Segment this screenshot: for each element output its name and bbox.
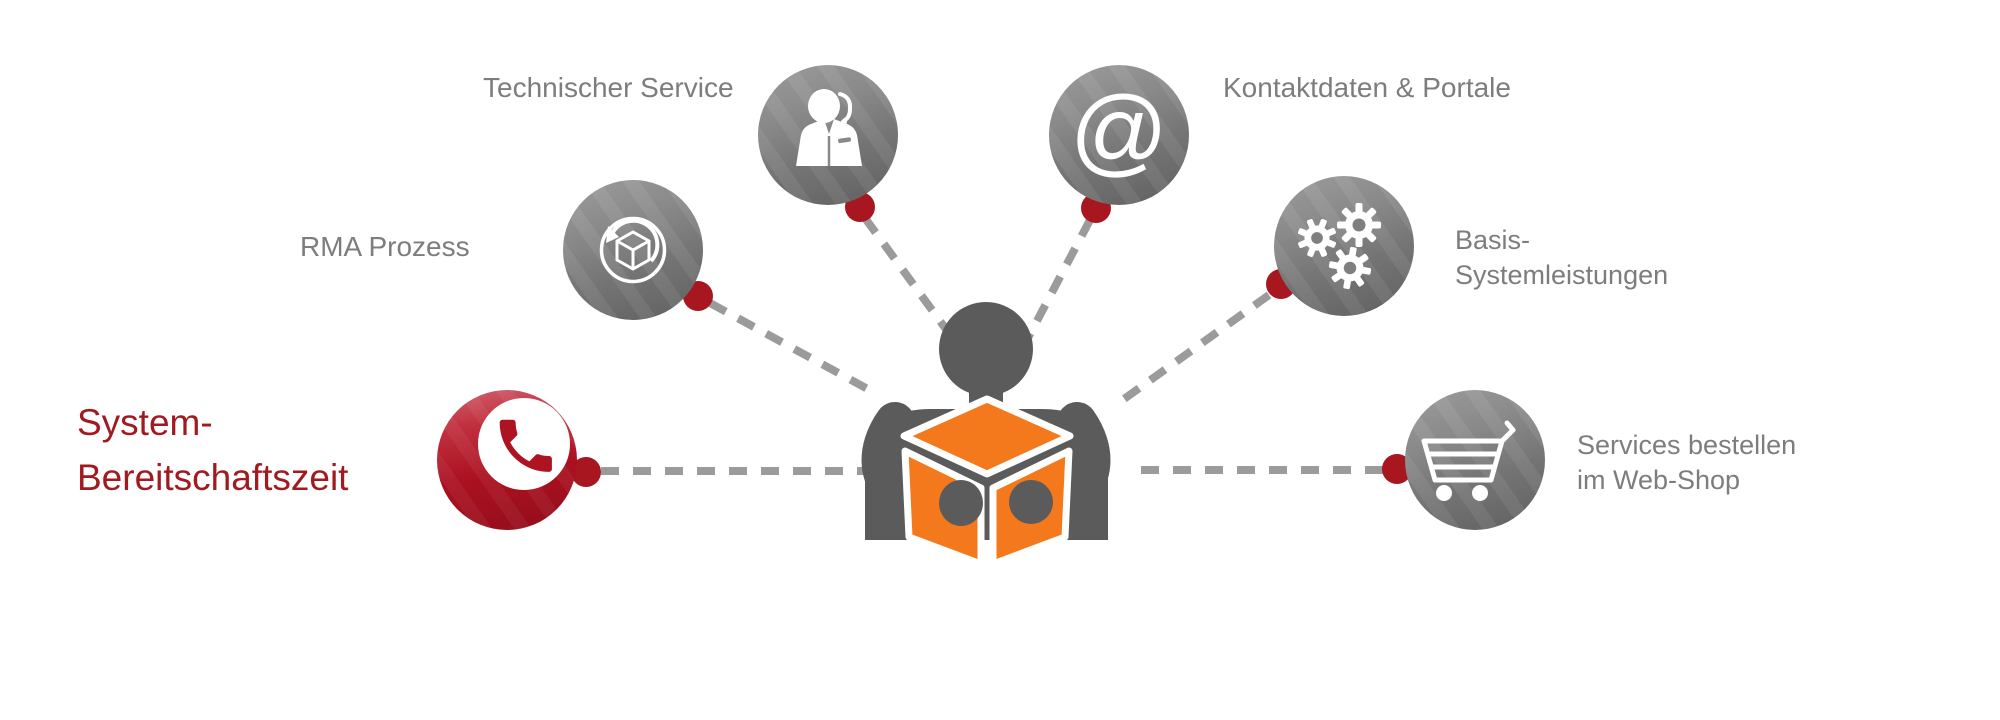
anchor-dot-system-bereitschaftszeit — [571, 457, 601, 487]
figure-head — [939, 302, 1033, 396]
label-line: Systemleistungen — [1455, 260, 1669, 290]
box-lid — [900, 395, 1074, 478]
label-kontaktdaten-portale: Kontaktdaten & Portale — [1223, 72, 1511, 103]
shopping-cart-icon — [1421, 420, 1516, 501]
label-technischer-service: Technischer Service — [483, 72, 734, 103]
label-line: Basis- — [1455, 225, 1531, 255]
label-basis-systemleistungen: Basis- Systemleistungen — [1455, 223, 1668, 293]
node-rma-prozess — [563, 180, 703, 320]
phone-icon — [478, 398, 570, 490]
figure-left-hand — [939, 480, 983, 526]
label-line: System- — [77, 402, 213, 443]
label-line: Services bestellen — [1577, 430, 1797, 460]
return-process-icon — [599, 216, 667, 284]
support-agent-icon — [796, 89, 862, 166]
node-kontaktdaten-portale: @ — [1049, 65, 1189, 205]
label-system-bereitschaftszeit: System- Bereitschaftszeit — [77, 395, 348, 505]
connector-technischer-service — [861, 215, 952, 335]
label-rma-prozess: RMA Prozess — [300, 231, 470, 262]
node-system-bereitschaftszeit — [437, 390, 577, 530]
connector-kontaktdaten — [1024, 218, 1094, 340]
label-services-webshop: Services bestellen im Web-Shop — [1577, 428, 1796, 498]
node-services-webshop — [1405, 390, 1545, 530]
label-line: Bereitschaftszeit — [77, 457, 349, 498]
gears-icon — [1298, 203, 1381, 290]
figure-right-hand — [1009, 480, 1053, 524]
label-line: im Web-Shop — [1577, 465, 1741, 495]
node-basis-systemleistungen — [1274, 176, 1414, 316]
anchor-dot-webshop — [1382, 454, 1412, 484]
at-icon: @ — [1069, 76, 1169, 185]
node-technischer-service — [758, 65, 898, 205]
